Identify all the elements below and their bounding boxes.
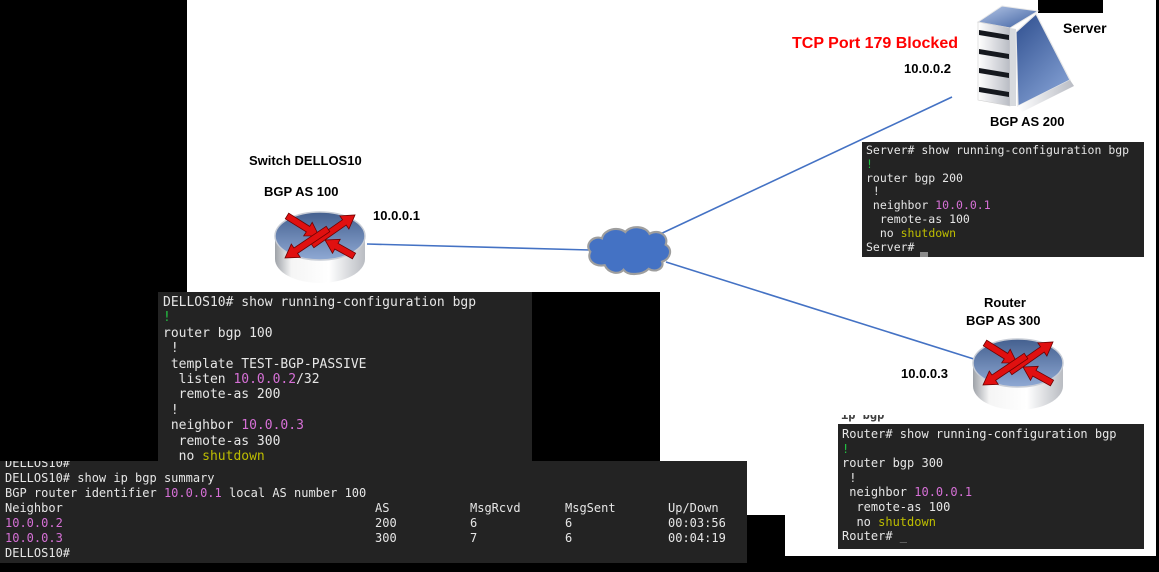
terminal-server-config[interactable]: Server# show running-configuration bgp!r… xyxy=(862,142,1144,257)
server-title-label: Server xyxy=(1063,20,1107,36)
cloud-icon xyxy=(587,226,672,276)
tcp-blocked-alert-label: TCP Port 179 Blocked xyxy=(792,35,958,52)
terminal-router-config[interactable]: Router# show running-configuration bgp!r… xyxy=(838,424,1144,549)
terminal-line: Server# show running-configuration bgp xyxy=(866,143,1130,157)
terminal-line: ! xyxy=(842,470,857,485)
terminal-line: template TEST-BGP-PASSIVE xyxy=(163,356,367,372)
terminal-line: neighbor 10.0.0.1 xyxy=(842,485,973,500)
terminal-line: ! xyxy=(842,441,850,456)
terminal-line: ! xyxy=(866,156,873,171)
router-icon xyxy=(972,338,1064,410)
switch-as-label: BGP AS 100 xyxy=(264,184,339,199)
background-mask-bottom-right xyxy=(785,556,1159,572)
terminal-line: DELLOS10# xyxy=(5,546,71,560)
background-mask-top-left xyxy=(0,0,187,292)
terminal-line: ! xyxy=(866,184,880,199)
terminal-line: listen 10.0.0.2/32 xyxy=(163,372,320,388)
terminal-line: router bgp 300 xyxy=(842,456,944,471)
background-mask-bottom-left xyxy=(0,563,742,572)
background-mask-left xyxy=(0,292,158,462)
terminal-line: DELLOS10# show ip bgp summary xyxy=(5,471,215,485)
terminal-line: remote-as 200 xyxy=(163,387,281,403)
router-title-label: Router xyxy=(984,295,1026,310)
router-as-label: BGP AS 300 xyxy=(966,313,1041,328)
server-as-label: BGP AS 200 xyxy=(990,114,1065,129)
terminal-line: Router# _ xyxy=(842,529,908,544)
terminal-line: no shutdown xyxy=(163,449,265,465)
server-terminal-cursor xyxy=(920,252,928,257)
terminal-line: ! xyxy=(163,402,179,418)
terminal-line: Router# show running-configuration bgp xyxy=(842,427,1117,441)
server-ip-label: 10.0.0.2 xyxy=(904,61,951,76)
terminal-switch-config[interactable]: DELLOS10# show running-configuration bgp… xyxy=(158,292,532,465)
terminal-line: ! xyxy=(163,310,171,326)
terminal-line: DELLOS10# xyxy=(5,461,71,470)
background-mask-right-edge xyxy=(1156,0,1159,572)
background-mask-bottom-notch xyxy=(742,515,785,572)
terminal-line: router bgp 200 xyxy=(866,170,963,185)
terminal-line: remote-as 300 xyxy=(163,433,281,449)
switch-icon xyxy=(274,211,366,283)
clipped-text-fragment: ip bgp xyxy=(841,415,885,422)
terminal-line: remote-as 100 xyxy=(842,499,951,514)
terminal-line: BGP router identifier 10.0.0.1 local AS … xyxy=(5,486,367,500)
background-mask-top-right xyxy=(1038,0,1103,13)
switch-title-label: Switch DELLOS10 xyxy=(249,153,362,168)
switch-ip-label: 10.0.0.1 xyxy=(373,208,420,223)
terminal-line: DELLOS10# show running-configuration bgp xyxy=(163,295,477,310)
connector-cloud-server xyxy=(655,96,953,237)
background-mask-mid xyxy=(527,292,660,462)
terminal-line: neighbor 10.0.0.1 xyxy=(866,198,991,213)
connector-switch-cloud xyxy=(366,243,591,251)
server-icon xyxy=(976,5,1074,112)
terminal-line: neighbor 10.0.0.3 xyxy=(163,418,304,434)
terminal-line: Server# xyxy=(866,239,915,254)
router-ip-label: 10.0.0.3 xyxy=(901,366,948,381)
connector-cloud-router xyxy=(665,261,978,361)
terminal-line: no shutdown xyxy=(866,225,957,240)
terminal-line: ! xyxy=(163,341,179,357)
terminal-line: no shutdown xyxy=(842,514,936,529)
terminal-line: router bgp 100 xyxy=(163,325,273,341)
terminal-line: remote-as 100 xyxy=(866,211,970,226)
